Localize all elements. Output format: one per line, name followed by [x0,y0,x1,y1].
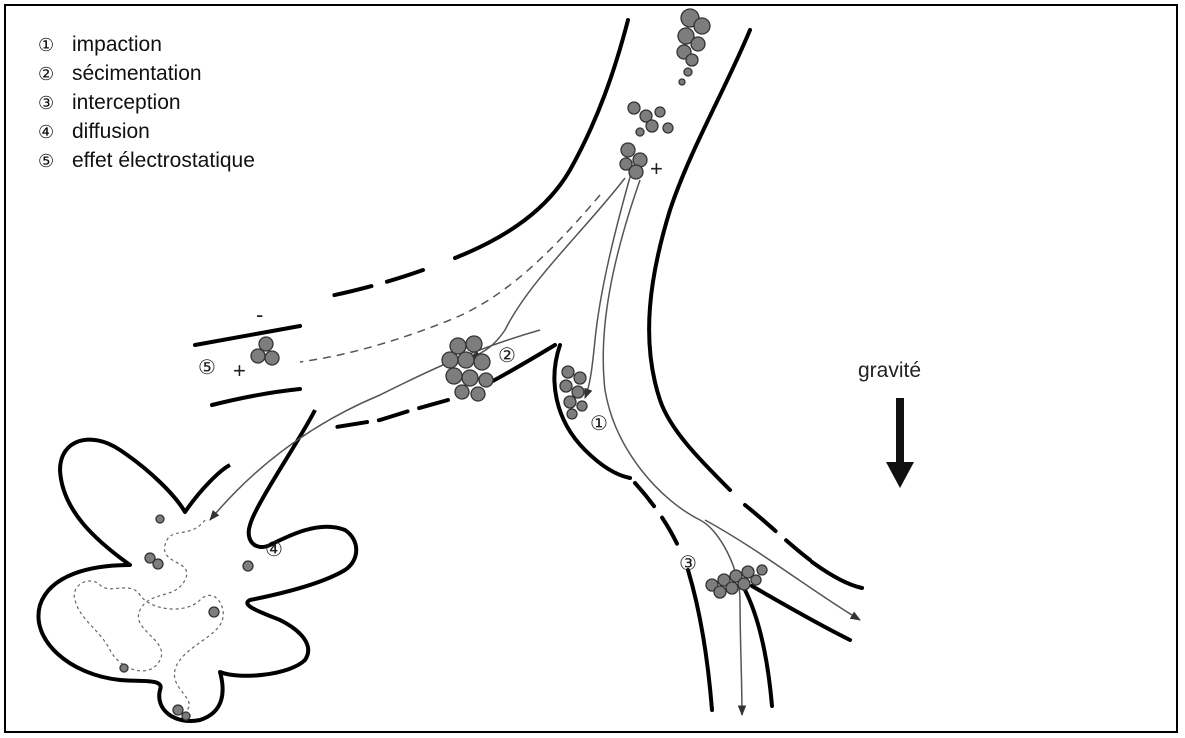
particle-cluster-interception [706,565,767,598]
airway-walls [195,20,862,710]
particle-cluster-charged [620,143,647,179]
trachea-outer-left-wall [455,20,628,258]
charge-plus-top: + [650,156,663,181]
charge-minus-left: - [256,302,263,327]
marker-electrostatic: ⑤ [198,355,216,379]
right-branch-inner-wall [752,586,850,640]
particle-cluster-trachea-top [677,9,710,85]
alveolar-sac [38,410,356,721]
lower-branch-inner-wall [745,590,772,706]
particle-cluster-impaction [560,366,587,419]
upper-bronchus-wall [330,270,423,296]
down-arrow-icon [886,398,914,488]
marker-impaction: ① [590,411,608,435]
lower-branch-outer-wall [688,570,712,710]
particle-cluster-trachea-middle [628,102,673,136]
trajectory-interception [603,180,742,715]
marker-interception: ③ [679,551,697,575]
trajectory-electrostatic [300,195,600,362]
right-branch-outer-wall-dashed [745,505,810,560]
particle-cluster-alveolar [120,515,253,720]
gravity-indicator: gravité [858,359,921,488]
left-bronchus-lower-wall [330,400,448,428]
trajectory-impaction [585,170,632,398]
particle-clusters [120,9,767,720]
right-branch-outer-wall [812,562,862,588]
carina-upper-edge [485,345,555,385]
gravity-label: gravité [858,359,921,382]
left-bronchus-bottom-wall [212,389,300,405]
trajectory-sedimentation [470,178,625,358]
marker-sedimentation: ② [498,343,516,367]
charge-plus-left: + [233,358,246,383]
left-bronchus-top-wall [195,326,300,345]
lower-branch-outer-wall-dashed [635,483,682,555]
marker-diffusion: ④ [265,537,283,561]
trachea-right-wall [649,30,750,490]
particle-cluster-electrostatic [251,337,279,365]
particle-cluster-sedimentation [442,336,493,401]
